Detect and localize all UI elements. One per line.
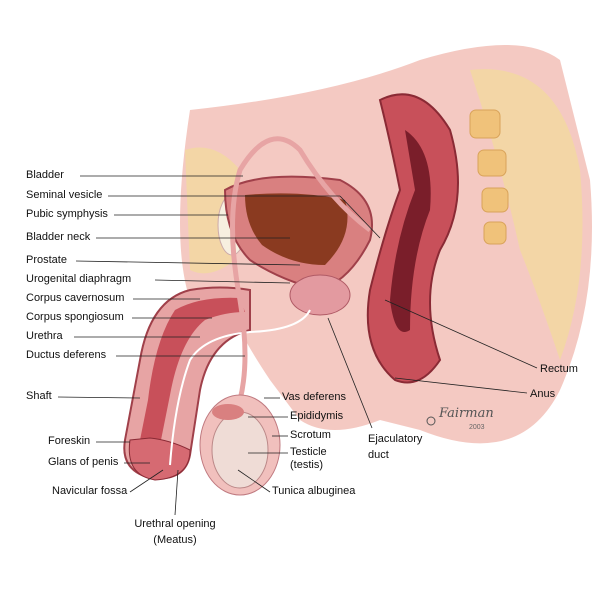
label-testicle-line2: (testis) <box>290 459 323 471</box>
label-ductus-deferens: Ductus deferens <box>26 349 107 361</box>
label-scrotum: Scrotum <box>290 429 331 441</box>
sacrum-vertebrae <box>469 109 509 245</box>
label-vas-deferens: Vas deferens <box>282 391 347 403</box>
epididymis <box>212 404 244 420</box>
label-seminal-vesicle: Seminal vesicle <box>26 189 103 201</box>
label-shaft: Shaft <box>26 390 52 402</box>
label-glans: Glans of penis <box>48 456 119 468</box>
urethra-line <box>169 309 311 466</box>
label-epididymis: Epididymis <box>290 410 344 422</box>
label-bladder: Bladder <box>26 169 64 181</box>
label-urogenital-diaphragm: Urogenital diaphragm <box>26 273 132 285</box>
label-testicle-line1: Testicle <box>290 446 327 458</box>
label-pubic-symphysis: Pubic symphysis <box>26 208 108 220</box>
label-corpus-cavernosum: Corpus cavernosum <box>26 292 125 304</box>
rectum-lumen <box>390 130 431 332</box>
label-ejaculatory-line2: duct <box>368 449 389 461</box>
label-ejaculatory-duct: Ejaculatory duct <box>368 433 422 462</box>
prostate <box>289 274 351 316</box>
label-urethral-opening-line1: Urethral opening <box>134 518 216 530</box>
label-urethral-opening-line2: (Meatus) <box>153 534 197 546</box>
label-prostate: Prostate <box>26 254 67 266</box>
leader-lines <box>57 175 538 516</box>
label-rectum: Rectum <box>540 363 578 375</box>
label-anus: Anus <box>530 388 556 400</box>
label-bladder-neck: Bladder neck <box>26 231 91 243</box>
label-testicle: Testicle (testis) <box>290 446 327 472</box>
label-foreskin: Foreskin <box>48 435 91 447</box>
label-tunica-albuginea: Tunica albuginea <box>272 485 356 497</box>
back-fat <box>470 69 583 361</box>
label-ejaculatory-line1: Ejaculatory <box>368 433 423 445</box>
corpus-cavernosum <box>140 297 245 445</box>
glans <box>128 437 191 481</box>
copyright-icon <box>426 416 436 426</box>
signature-name: Fairman <box>439 406 494 421</box>
label-urethral-opening: Urethral opening (Meatus) <box>120 518 230 547</box>
bladder-lumen <box>245 193 348 265</box>
label-urethra: Urethra <box>26 330 63 342</box>
label-corpus-spongiosum: Corpus spongiosum <box>26 311 124 323</box>
testicle <box>211 411 269 489</box>
label-navicular-fossa: Navicular fossa <box>52 485 128 497</box>
signature-year: 2003 <box>469 424 485 431</box>
ductus-deferens <box>230 136 372 401</box>
